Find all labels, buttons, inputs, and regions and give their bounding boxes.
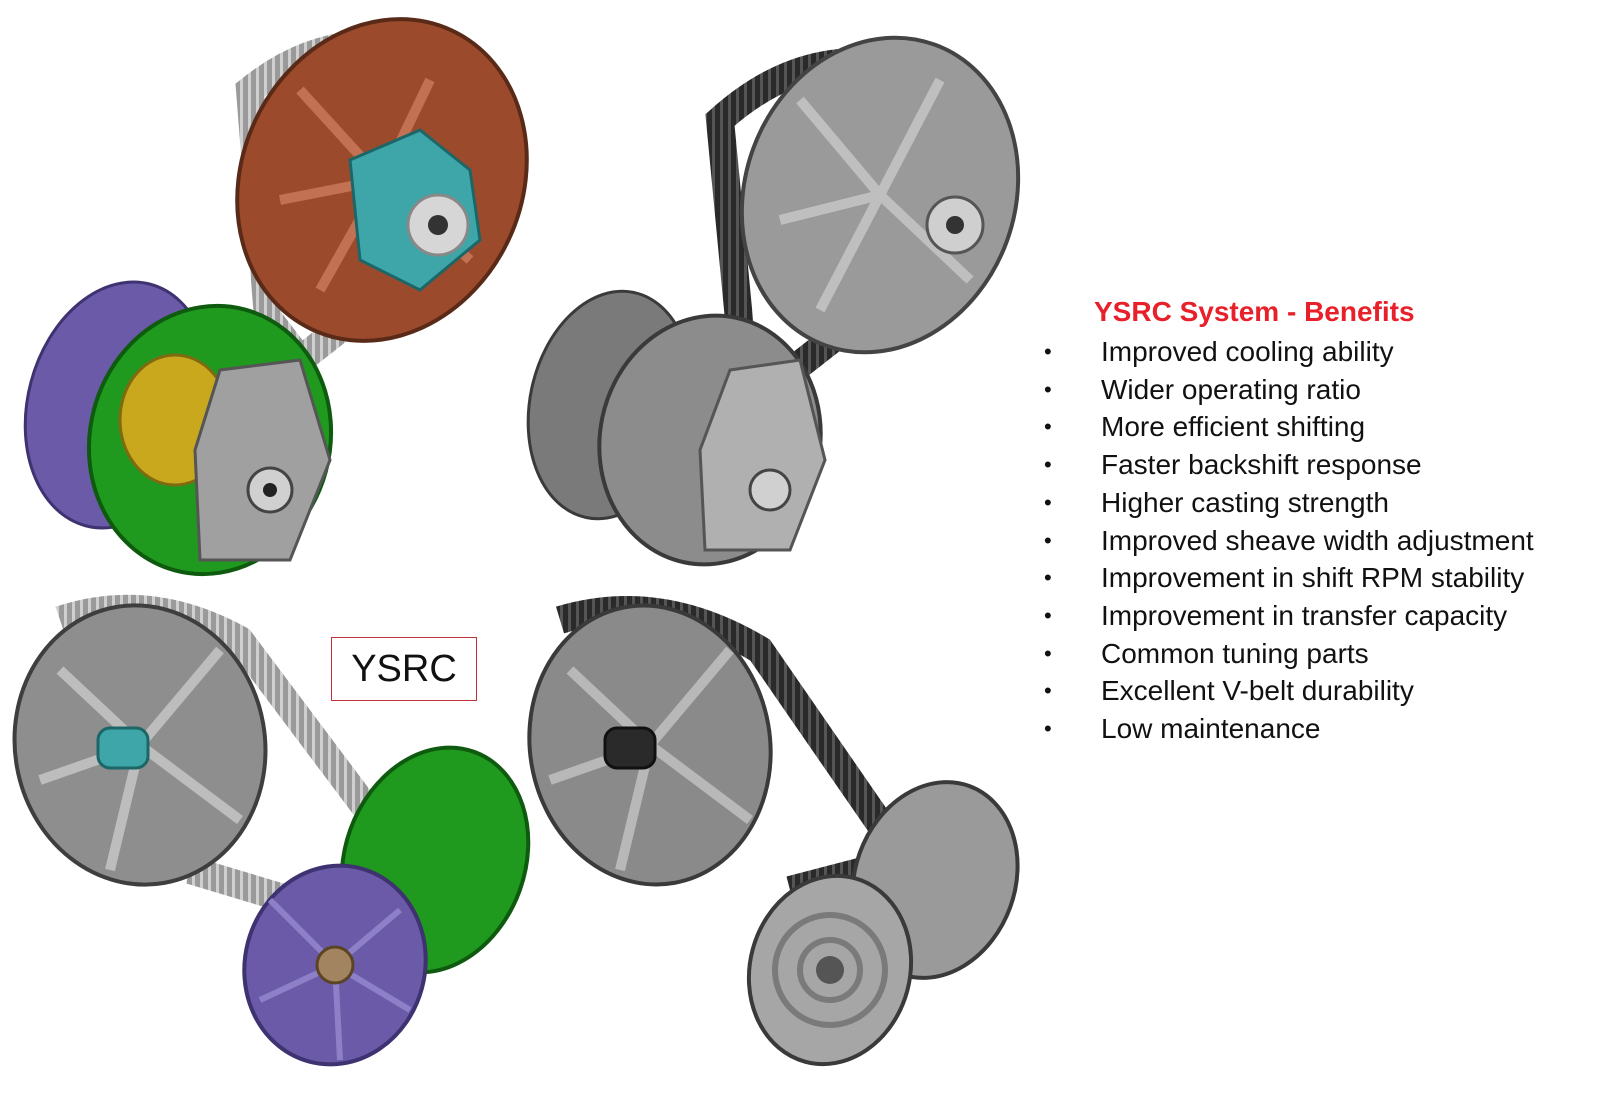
benefits-title: YSRC System - Benefits <box>1094 296 1415 327</box>
benefits-panel: YSRC System - Benefits •Improved cooling… <box>1040 295 1595 748</box>
bullet: • <box>1044 527 1052 553</box>
ysrc-color-top-view <box>23 17 529 577</box>
benefit-item: •Common tuning parts <box>1040 635 1595 673</box>
bullet: • <box>1044 716 1052 742</box>
benefit-item: •Improved sheave width adjustment <box>1040 522 1595 560</box>
benefit-item: •Low maintenance <box>1040 710 1595 748</box>
benefit-item: •Improvement in transfer capacity <box>1040 597 1595 635</box>
bullet: • <box>1044 602 1052 628</box>
cyan-hub <box>96 726 150 770</box>
bullet: • <box>1044 414 1052 440</box>
benefit-item: •Improvement in shift RPM stability <box>1040 559 1595 597</box>
bullet: • <box>1044 565 1052 591</box>
bullet: • <box>1044 339 1052 364</box>
cvt-illustrations <box>12 17 1021 1067</box>
bullet: • <box>1044 452 1052 478</box>
benefit-item: •More efficient shifting <box>1040 408 1595 446</box>
conventional-grey-bottom-view <box>527 596 1020 1067</box>
bullet: • <box>1044 640 1052 666</box>
benefit-item: •Higher casting strength <box>1040 484 1595 522</box>
benefit-item: •Wider operating ratio <box>1040 371 1595 409</box>
bullet: • <box>1044 678 1052 704</box>
dark-hub <box>603 726 657 770</box>
conventional-grey-top-view <box>526 35 1021 567</box>
benefits-list: •Improved cooling ability •Wider operati… <box>1040 333 1595 748</box>
benefit-item: •Faster backshift response <box>1040 446 1595 484</box>
benefit-item: •Excellent V-belt durability <box>1040 672 1595 710</box>
ysrc-color-bottom-view <box>12 594 531 1067</box>
ysrc-label-box: YSRC <box>331 637 477 701</box>
ysrc-label: YSRC <box>351 647 457 690</box>
bullet: • <box>1044 489 1052 515</box>
bullet: • <box>1044 376 1052 402</box>
benefit-item: •Improved cooling ability <box>1040 333 1595 371</box>
grey-cover <box>193 358 332 562</box>
